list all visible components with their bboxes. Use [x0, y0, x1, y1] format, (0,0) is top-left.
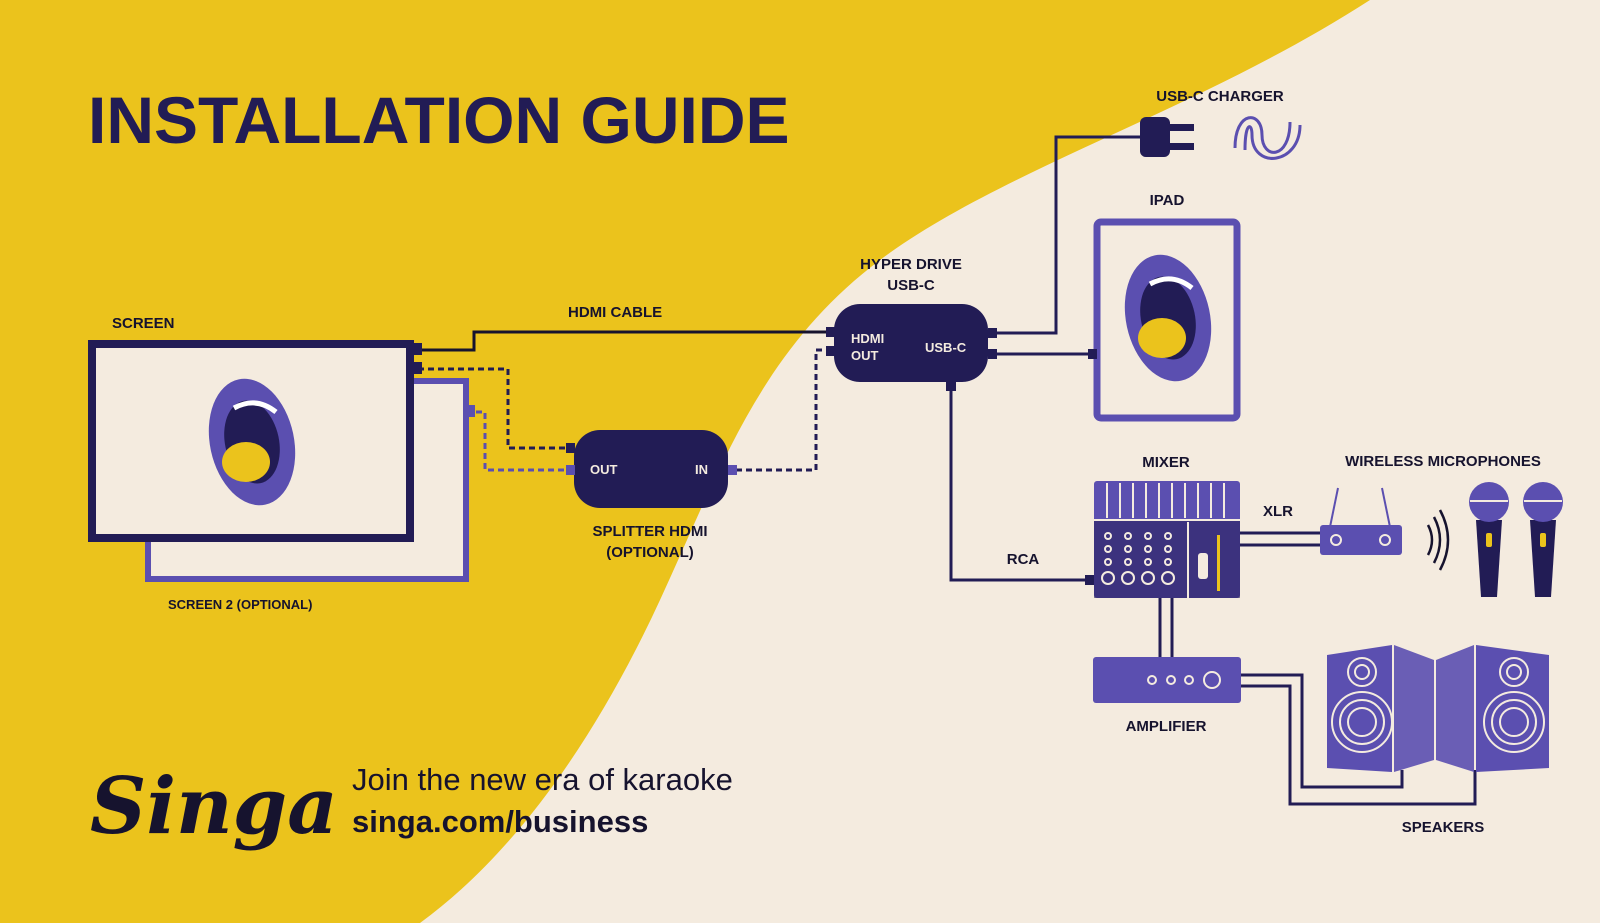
cables	[418, 135, 1477, 806]
mixer	[1094, 481, 1240, 598]
wireless-signal-icon	[1426, 509, 1450, 571]
splitter-optional-label: (OPTIONAL)	[606, 544, 694, 561]
speaker-cable-2	[1240, 684, 1477, 806]
splitter-label: SPLITTER HDMI	[593, 523, 708, 540]
amplifier-label: AMPLIFIER	[1126, 718, 1207, 735]
port	[566, 443, 575, 453]
splitter-in-label: IN	[695, 462, 708, 477]
singing-mouth-icon	[208, 378, 296, 506]
charger-cable	[990, 135, 1140, 335]
hyper-drive-usbc	[834, 304, 988, 382]
splitter-out-cable	[418, 367, 572, 450]
hdmi-splitter	[574, 430, 728, 508]
microphone-icon	[1469, 482, 1509, 597]
screen2-label: SCREEN 2 (OPTIONAL)	[168, 597, 312, 612]
port	[826, 327, 835, 337]
hyper-usbc-label: USB-C	[925, 340, 967, 355]
microphone-icon	[1523, 482, 1563, 597]
port	[946, 382, 956, 391]
singing-mouth-icon	[1124, 254, 1212, 382]
screen-label: SCREEN	[112, 315, 175, 332]
usbc-charger-icon	[1140, 117, 1194, 157]
charger-label: USB-C CHARGER	[1156, 88, 1284, 105]
power-wave-icon	[1233, 116, 1302, 160]
port	[412, 343, 422, 355]
speaker-left	[1327, 645, 1434, 772]
port	[1088, 349, 1097, 359]
singa-logo: Singa	[90, 761, 338, 852]
speaker-right	[1436, 645, 1549, 772]
port	[988, 328, 997, 338]
mixer-amp-cable	[1158, 598, 1174, 660]
speakers-label: SPEAKERS	[1402, 819, 1485, 836]
port	[412, 362, 422, 374]
port	[728, 465, 737, 475]
page-title: INSTALLATION GUIDE	[88, 83, 790, 157]
screen2-cable	[476, 410, 570, 472]
port	[988, 349, 997, 359]
port	[566, 465, 575, 475]
hyper-hdmi-label: HDMI	[851, 331, 884, 346]
website-link[interactable]: singa.com/business	[352, 804, 648, 839]
mixer-label: MIXER	[1142, 454, 1190, 471]
speaker-cable-1	[1240, 673, 1404, 789]
splitter-in-cable	[736, 348, 830, 472]
rca-label: RCA	[1007, 551, 1040, 568]
tagline: Join the new era of karaoke	[352, 762, 733, 797]
hyper-drive-usbc-label: USB-C	[887, 277, 935, 294]
wireless-receiver	[1320, 487, 1402, 555]
rca-cable	[949, 385, 1094, 582]
splitter-out-label: OUT	[590, 462, 618, 477]
hyper-drive-label: HYPER DRIVE	[860, 256, 962, 273]
xlr-label: XLR	[1263, 503, 1293, 520]
hdmi-cable	[418, 330, 830, 352]
xlr-cable	[1240, 531, 1322, 547]
amplifier	[1093, 657, 1241, 703]
port	[466, 405, 475, 417]
port	[826, 346, 835, 356]
hyper-out-label: OUT	[851, 348, 879, 363]
ipad-label: IPAD	[1150, 192, 1185, 209]
port	[1085, 575, 1094, 585]
wireless-microphones-label: WIRELESS MICROPHONES	[1345, 453, 1541, 470]
hdmi-cable-label: HDMI CABLE	[568, 304, 662, 321]
